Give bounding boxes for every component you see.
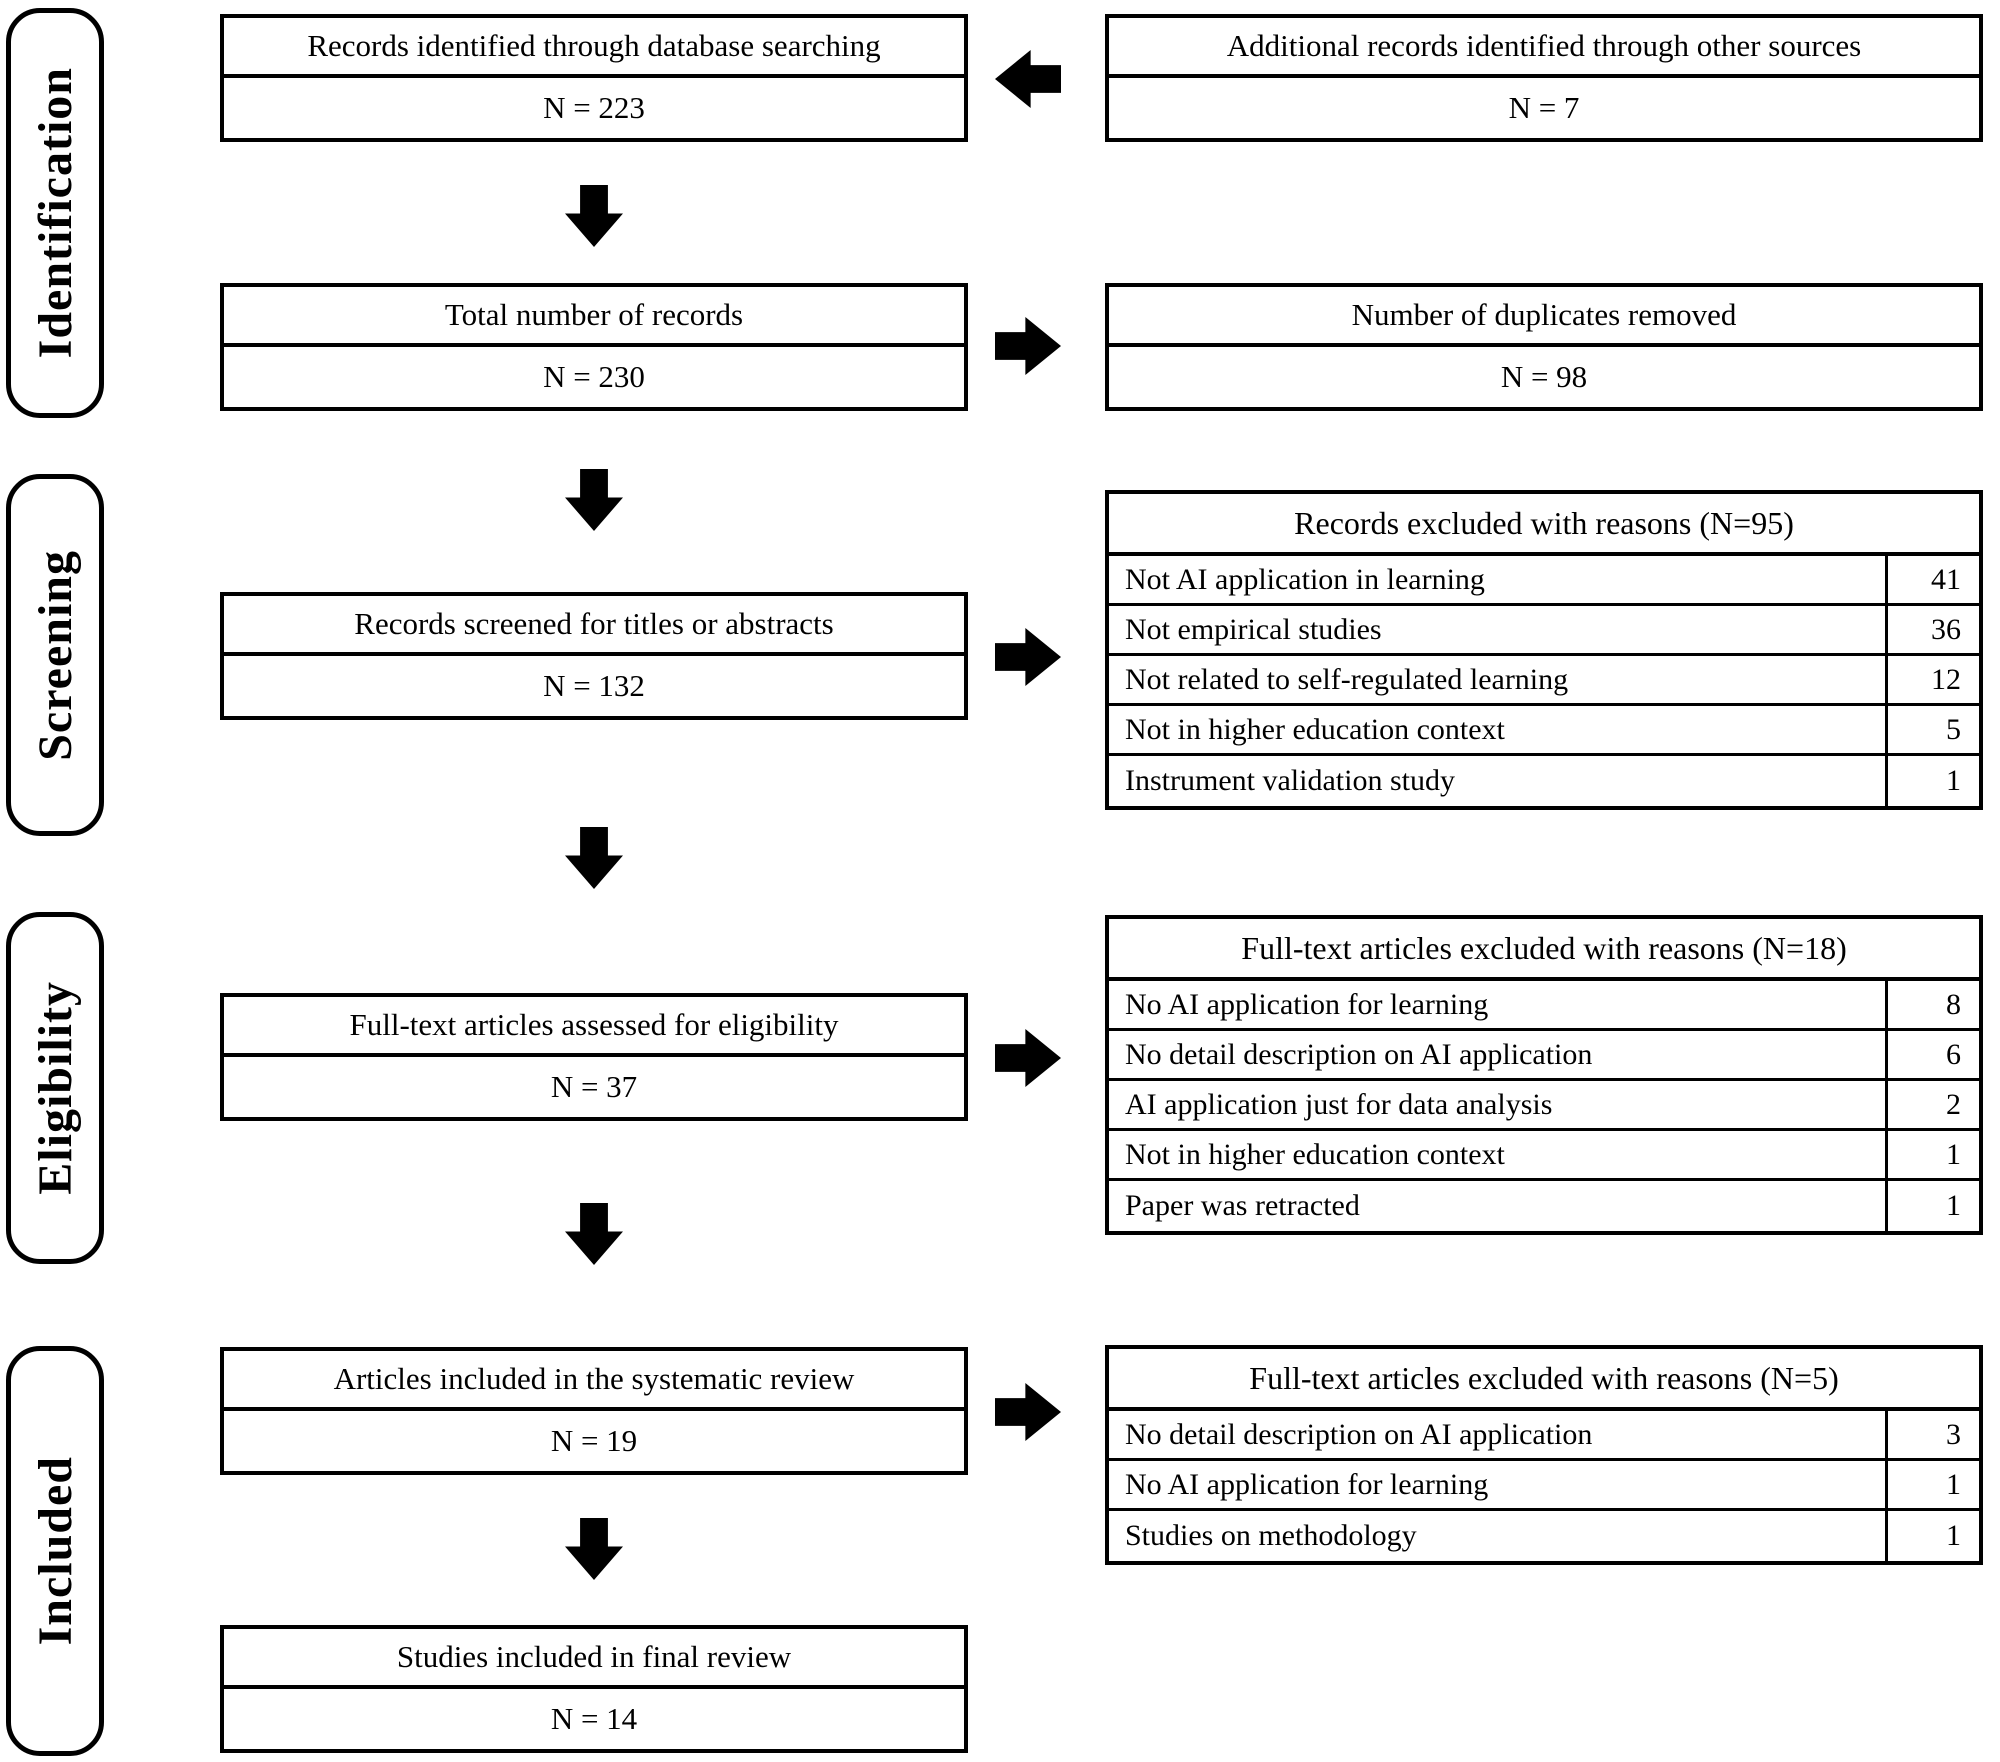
excluded-count: 36 [1885, 606, 1979, 653]
flow-arrow-right-icon [995, 317, 1061, 375]
excluded-reason: No detail description on AI application [1125, 1417, 1593, 1451]
stage-included: Included [6, 1346, 104, 1756]
excluded-count: 8 [1885, 981, 1979, 1028]
stage-eligibility-label: Eligibility [28, 981, 82, 1195]
excluded-reason: AI application just for data analysis [1125, 1087, 1553, 1121]
excluded-count: 1 [1885, 1461, 1979, 1508]
excluded-reason: No detail description on AI application [1125, 1037, 1593, 1071]
table-records-excluded-title: Records excluded with reasons (N=95) [1109, 494, 1979, 556]
box-additional-records-title: Additional records identified through ot… [1109, 18, 1979, 78]
table-row: Not related to self-regulated learning 1… [1109, 656, 1979, 706]
box-total-records: Total number of records N = 230 [220, 283, 968, 411]
box-total-records-title: Total number of records [224, 287, 964, 347]
table-included-excluded: Full-text articles excluded with reasons… [1105, 1345, 1983, 1565]
box-additional-records: Additional records identified through ot… [1105, 14, 1983, 142]
excluded-count: 41 [1885, 556, 1979, 603]
box-fulltext-assessed-title: Full-text articles assessed for eligibil… [224, 997, 964, 1057]
table-row: Not in higher education context 5 [1109, 706, 1979, 756]
box-records-screened: Records screened for titles or abstracts… [220, 592, 968, 720]
flow-arrow-right-icon [995, 1029, 1061, 1087]
stage-included-label: Included [28, 1456, 82, 1646]
excluded-reason: No AI application for learning [1125, 1467, 1489, 1501]
flow-arrow-down-icon [565, 469, 623, 531]
table-row: No detail description on AI application … [1109, 1411, 1979, 1461]
flow-arrow-down-icon [565, 827, 623, 889]
excluded-count: 1 [1885, 756, 1979, 806]
stage-identification: Identification [6, 8, 104, 418]
table-row: Not AI application in learning 41 [1109, 556, 1979, 606]
flow-arrow-right-icon [995, 628, 1061, 686]
stage-screening: Screening [6, 474, 104, 836]
table-row: AI application just for data analysis 2 [1109, 1081, 1979, 1131]
table-fulltext-excluded-title: Full-text articles excluded with reasons… [1109, 919, 1979, 981]
stage-identification-label: Identification [28, 67, 82, 359]
excluded-reason: Not in higher education context [1125, 1137, 1505, 1171]
box-duplicates-removed-title: Number of duplicates removed [1109, 287, 1979, 347]
excluded-reason: Paper was retracted [1125, 1189, 1360, 1222]
excluded-count: 1 [1885, 1511, 1979, 1561]
flow-arrow-left-icon [995, 50, 1061, 108]
flow-arrow-down-icon [565, 185, 623, 247]
excluded-reason: Instrument validation study [1125, 764, 1455, 797]
box-articles-included: Articles included in the systematic revi… [220, 1347, 968, 1475]
box-records-database: Records identified through database sear… [220, 14, 968, 142]
box-fulltext-assessed-n: N = 37 [550, 1069, 638, 1104]
table-row: No AI application for learning 1 [1109, 1461, 1979, 1511]
box-final-review-title: Studies included in final review [224, 1629, 964, 1689]
excluded-count: 6 [1885, 1031, 1979, 1078]
excluded-count: 3 [1885, 1411, 1979, 1458]
box-duplicates-removed-n: N = 98 [1500, 359, 1588, 394]
table-row: Instrument validation study 1 [1109, 756, 1979, 806]
stage-eligibility: Eligibility [6, 912, 104, 1264]
excluded-reason: Not AI application in learning [1125, 562, 1485, 596]
box-records-screened-title: Records screened for titles or abstracts [224, 596, 964, 656]
excluded-reason: No AI application for learning [1125, 987, 1489, 1021]
box-final-review: Studies included in final review N = 14 [220, 1625, 968, 1753]
excluded-count: 12 [1885, 656, 1979, 703]
excluded-count: 2 [1885, 1081, 1979, 1128]
excluded-count: 1 [1885, 1131, 1979, 1178]
box-fulltext-assessed: Full-text articles assessed for eligibil… [220, 993, 968, 1121]
box-records-database-n: N = 223 [543, 90, 645, 125]
table-row: Not in higher education context 1 [1109, 1131, 1979, 1181]
table-row: Not empirical studies 36 [1109, 606, 1979, 656]
box-total-records-n: N = 230 [543, 359, 645, 394]
box-additional-records-n: N = 7 [1508, 90, 1580, 125]
table-row: No detail description on AI application … [1109, 1031, 1979, 1081]
flow-arrow-right-icon [995, 1383, 1061, 1441]
table-included-excluded-title: Full-text articles excluded with reasons… [1109, 1349, 1979, 1411]
box-records-database-title: Records identified through database sear… [224, 18, 964, 78]
excluded-reason: Not related to self-regulated learning [1125, 662, 1569, 696]
box-records-screened-n: N = 132 [543, 668, 645, 703]
table-fulltext-excluded: Full-text articles excluded with reasons… [1105, 915, 1983, 1235]
stage-screening-label: Screening [28, 549, 82, 761]
excluded-reason: Studies on methodology [1125, 1519, 1417, 1552]
box-final-review-n: N = 14 [550, 1701, 638, 1736]
excluded-reason: Not in higher education context [1125, 712, 1505, 746]
excluded-count: 5 [1885, 706, 1979, 753]
table-row: Paper was retracted 1 [1109, 1181, 1979, 1231]
excluded-count: 1 [1885, 1181, 1979, 1231]
box-duplicates-removed: Number of duplicates removed N = 98 [1105, 283, 1983, 411]
excluded-reason: Not empirical studies [1125, 612, 1382, 646]
flow-arrow-down-icon [565, 1203, 623, 1265]
table-records-excluded: Records excluded with reasons (N=95) Not… [1105, 490, 1983, 810]
table-row: No AI application for learning 8 [1109, 981, 1979, 1031]
table-row: Studies on methodology 1 [1109, 1511, 1979, 1561]
flow-arrow-down-icon [565, 1518, 623, 1580]
box-articles-included-title: Articles included in the systematic revi… [224, 1351, 964, 1411]
box-articles-included-n: N = 19 [550, 1423, 638, 1458]
